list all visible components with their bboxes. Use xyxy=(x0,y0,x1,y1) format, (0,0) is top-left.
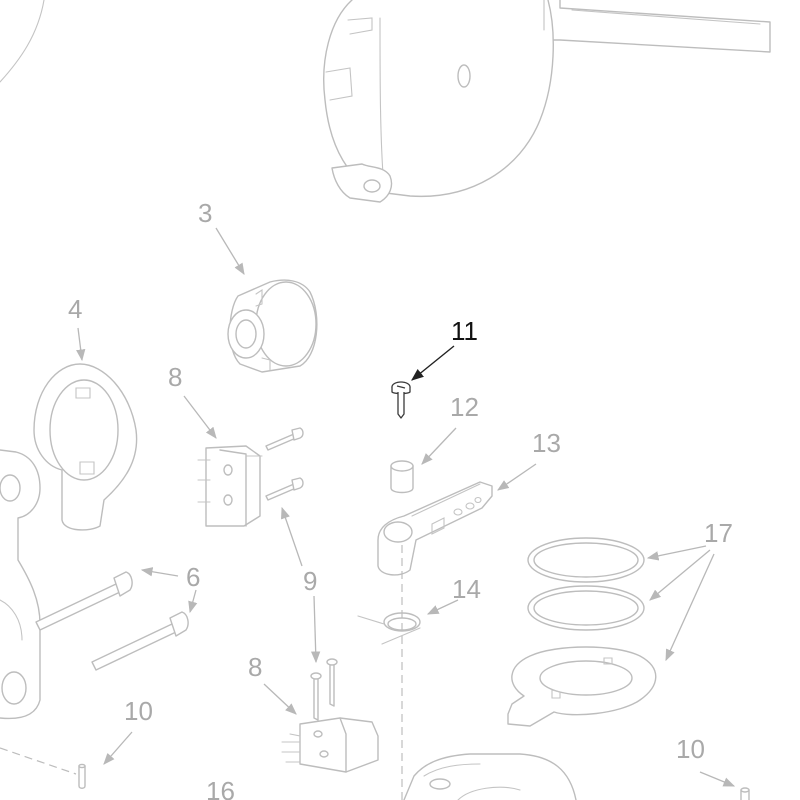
motor-housing xyxy=(323,0,771,203)
part-11-screw xyxy=(391,381,411,419)
part-10-pin-right xyxy=(740,787,750,800)
callout-labels: 3 4 8 6 9 8 10 10 16 11 12 13 14 17 xyxy=(68,198,733,800)
part-12-sleeve xyxy=(390,460,414,494)
callout-14: 14 xyxy=(452,574,481,604)
callout-8-lower: 8 xyxy=(248,652,262,682)
callout-6: 6 xyxy=(186,562,200,592)
part-14-ring xyxy=(357,612,421,645)
callout-9: 9 xyxy=(303,566,317,596)
callout-8-upper: 8 xyxy=(168,362,182,392)
leader-lines xyxy=(76,227,736,787)
part-4-cam-plate xyxy=(33,363,138,531)
leader-11 xyxy=(411,345,455,381)
callout-16: 16 xyxy=(206,776,235,800)
callout-3: 3 xyxy=(198,198,212,228)
housing-fragment-top-left xyxy=(0,0,45,83)
part-13-lever-arm xyxy=(377,481,493,576)
part-10-pin-left xyxy=(0,747,86,789)
callout-11: 11 xyxy=(451,316,478,346)
callout-10-left: 10 xyxy=(124,696,153,726)
callout-13: 13 xyxy=(532,428,561,458)
part-16-base xyxy=(403,753,577,800)
callout-12: 12 xyxy=(450,392,479,422)
part-9-screws-upper xyxy=(265,427,304,501)
part-17-rings xyxy=(507,537,657,727)
callout-4: 4 xyxy=(68,294,82,324)
part-8-microswitch-lower xyxy=(281,717,379,773)
part-8-microswitch-upper xyxy=(197,445,263,527)
part-9-screws-lower xyxy=(310,658,338,721)
left-arm-assembly xyxy=(0,449,41,720)
callout-17: 17 xyxy=(704,518,733,548)
part-3-bushing xyxy=(227,279,318,373)
callout-10-right: 10 xyxy=(676,734,705,764)
part-6-bolts xyxy=(35,571,189,671)
